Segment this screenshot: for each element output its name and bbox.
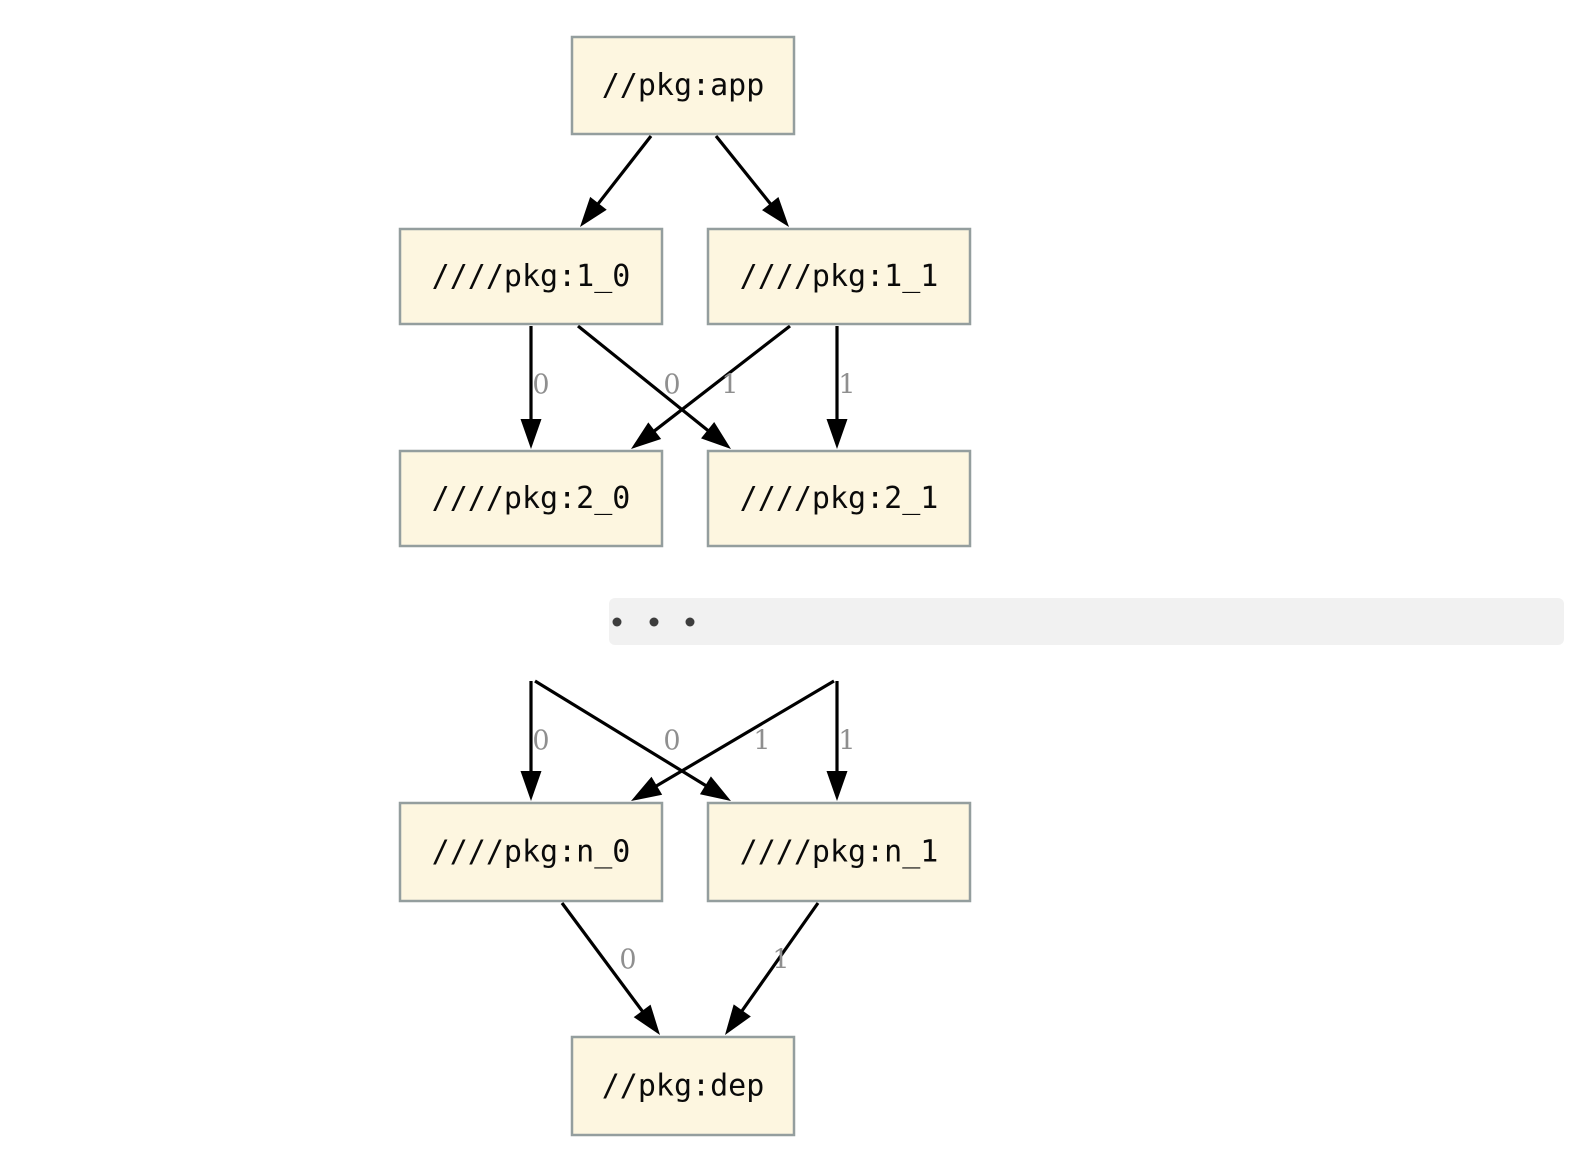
edge-label: 0 (619, 945, 636, 976)
edge-layer: 0 0 1 1 0 0 1 1 0 1 (520, 134, 856, 1035)
node-label: //pkg:dep (602, 1069, 765, 1104)
node-app[interactable]: //pkg:app (570, 35, 796, 136)
edge-label: 1 (721, 370, 738, 401)
edge-e-x-n_0: 0 (520, 681, 550, 801)
node-dep[interactable]: //pkg:dep (570, 1035, 796, 1137)
node-label: ////pkg:1_1 (740, 259, 939, 294)
edge-arrowhead (520, 771, 542, 801)
edge-e-n_0-dep: 0 (560, 902, 660, 1035)
edge-e-1_1-2_1: 1 (826, 326, 856, 449)
edge-arrowhead (762, 197, 789, 227)
edge-line (593, 135, 653, 210)
node-n1_1[interactable]: ////pkg:1_1 (706, 227, 972, 326)
ellipsis-separator (609, 598, 1564, 645)
edge-label: 0 (663, 726, 680, 757)
ellipsis-dot-2 (685, 617, 695, 627)
node-box[interactable] (398, 801, 664, 903)
edge-arrowhead (826, 419, 848, 449)
node-label: //pkg:app (602, 68, 765, 103)
edge-label: 0 (532, 726, 549, 757)
edge-e-y-n_0: 1 (631, 679, 835, 801)
node-label: ////pkg:2_1 (740, 481, 939, 516)
edge-line (714, 134, 776, 210)
edge-line (737, 902, 820, 1017)
edge-line (576, 324, 714, 436)
node-nn_1[interactable]: ////pkg:n_1 (706, 801, 972, 903)
edge-label: 0 (532, 370, 549, 401)
edge-arrowhead (701, 422, 731, 449)
edge-label: 1 (838, 370, 855, 401)
edge-e-x-n_1a: 0 (534, 679, 731, 801)
edge-line (649, 324, 791, 436)
node-box[interactable] (706, 801, 972, 903)
edge-label: 1 (753, 726, 770, 757)
node-label: ////pkg:n_1 (740, 835, 939, 870)
node-label: ////pkg:n_0 (432, 835, 631, 870)
edge-line (650, 679, 835, 791)
edge-arrowhead (631, 422, 662, 449)
node-box[interactable] (570, 35, 796, 136)
edge-label: 1 (838, 726, 855, 757)
edge-e-1_0-2_1: 0 (576, 324, 731, 449)
node-label: ////pkg:1_0 (432, 259, 631, 294)
node-n2_1[interactable]: ////pkg:2_1 (706, 449, 972, 548)
ellipsis-dot-1 (649, 617, 659, 627)
edge-label: 0 (663, 370, 680, 401)
node-box[interactable] (398, 449, 664, 548)
edge-e-1_1-2_0: 1 (631, 324, 791, 449)
edge-arrowhead (631, 776, 663, 801)
edge-arrowhead (633, 1004, 660, 1035)
ellipsis-dot-0 (612, 617, 622, 627)
edge-e-n_1-dep: 1 (725, 902, 820, 1035)
edge-arrowhead (826, 771, 848, 801)
node-box[interactable] (706, 227, 972, 326)
node-box[interactable] (570, 1035, 796, 1137)
ellipsis-band (609, 598, 1564, 645)
edge-arrowhead (580, 196, 607, 227)
edge-arrowhead (725, 1004, 751, 1035)
edge-e-1_0-2_0: 0 (520, 326, 550, 449)
node-label: ////pkg:2_0 (432, 481, 631, 516)
edge-line (560, 902, 647, 1017)
node-n2_0[interactable]: ////pkg:2_0 (398, 449, 664, 548)
edge-e-app-1_1 (714, 134, 789, 227)
edge-e-y-n_1b: 1 (826, 681, 856, 801)
edge-label: 1 (772, 945, 789, 976)
node-box[interactable] (706, 449, 972, 548)
edge-line (534, 679, 712, 790)
node-n1_0[interactable]: ////pkg:1_0 (398, 227, 664, 326)
node-box[interactable] (398, 227, 664, 326)
edge-arrowhead (520, 419, 542, 449)
node-layer: //pkg:app ////pkg:1_0 ////pkg:1_1 ////pkg:2… (398, 35, 972, 1137)
edge-arrowhead (699, 776, 731, 801)
node-nn_0[interactable]: ////pkg:n_0 (398, 801, 664, 903)
edge-e-app-1_0 (580, 135, 653, 227)
